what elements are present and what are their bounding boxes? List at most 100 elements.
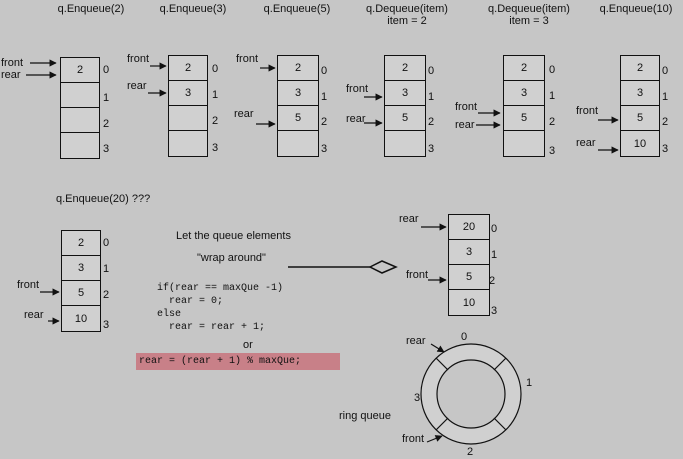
queue-cell <box>169 106 207 131</box>
rear-label: rear <box>406 335 426 347</box>
index-label: 0 <box>103 64 110 76</box>
queue-cell: 2 <box>621 56 659 81</box>
front-arrow <box>426 435 443 443</box>
explanation-line-2: "wrap around" <box>197 252 266 264</box>
queue-cell: 10 <box>633 137 647 150</box>
rear-label: rear <box>399 213 419 225</box>
ring-divider <box>435 357 449 371</box>
index-label: 0 <box>549 64 556 76</box>
op-subtitle-4: item = 2 <box>387 15 427 27</box>
op-title-2: q.Enqueue(3) <box>159 3 227 15</box>
queue-cell: 5 <box>278 106 318 131</box>
index-label: 0 <box>662 65 669 77</box>
index-label: 2 <box>103 289 110 301</box>
queue-cell: 5 <box>504 106 544 131</box>
rear-label: rear <box>1 69 21 81</box>
index-label: 0 <box>428 65 435 77</box>
ring-index-1: 1 <box>526 377 533 389</box>
index-label: 1 <box>212 89 219 101</box>
index-label: 0 <box>491 223 498 235</box>
queue-array-4: 2 3 5 <box>384 55 426 157</box>
queue-cell: 3 <box>278 81 318 106</box>
queue-array-1: 2 <box>60 57 100 159</box>
op-title-5: q.Dequeue(item) <box>488 3 570 15</box>
queue-cell: 3 <box>621 81 659 106</box>
index-label: 1 <box>321 91 328 103</box>
transition-arrow-head <box>368 260 398 274</box>
front-label: front <box>576 105 599 117</box>
code-line-1: if(rear == maxQue -1) <box>157 283 284 294</box>
index-label: 2 <box>321 116 328 128</box>
queue-array-3: 2 3 5 <box>277 55 319 157</box>
ring-index-0: 0 <box>461 331 468 343</box>
rear-label: rear <box>24 309 44 321</box>
front-label: front <box>1 57 24 69</box>
index-label: 3 <box>549 145 556 157</box>
code-line-4: rear = rear + 1; <box>157 322 266 333</box>
op-title-6: q.Enqueue(10) <box>599 3 673 15</box>
index-label: 2 <box>549 116 556 128</box>
index-label: 1 <box>103 263 110 275</box>
rear-arrow <box>430 343 445 353</box>
front-label: front <box>455 101 478 113</box>
index-label: 0 <box>212 63 219 75</box>
index-label: 2 <box>212 115 219 127</box>
queue-cell: 5 <box>385 106 425 131</box>
queue-cell: 3 <box>62 256 100 281</box>
queue-cell: 3 <box>169 81 207 106</box>
queue-cell: 5 <box>62 281 100 306</box>
index-label: 2 <box>428 116 435 128</box>
index-label: 2 <box>489 275 496 287</box>
front-label: front <box>346 83 369 95</box>
front-label: front <box>127 53 150 65</box>
queue-cell <box>61 108 99 133</box>
queue-cell: 2 <box>504 56 544 81</box>
index-label: 3 <box>212 142 219 154</box>
front-label: front <box>17 279 40 291</box>
or-text: or <box>243 339 253 351</box>
index-label: 1 <box>103 92 110 104</box>
index-label: 3 <box>103 143 110 155</box>
op-title-1: q.Enqueue(2) <box>57 3 125 15</box>
index-label: 1 <box>549 90 556 102</box>
ring-divider <box>493 357 507 371</box>
queue-array-2: 2 3 <box>168 55 208 157</box>
queue-cell: 2 <box>169 56 207 81</box>
queue-cell: 10 <box>74 312 88 325</box>
ring-queue-caption: ring queue <box>339 410 391 422</box>
index-label: 1 <box>428 91 435 103</box>
ring-index-2: 2 <box>467 446 474 458</box>
code-highlight <box>136 353 340 370</box>
queue-cell: 5 <box>621 106 659 131</box>
index-label: 3 <box>662 143 669 155</box>
queue-cell: 3 <box>385 81 425 106</box>
queue-cell: 3 <box>504 81 544 106</box>
ring-divider <box>435 417 449 431</box>
queue-cell: 3 <box>449 240 489 265</box>
op-title-3: q.Enqueue(5) <box>263 3 331 15</box>
index-label: 0 <box>103 237 110 249</box>
rear-label: rear <box>346 113 366 125</box>
index-label: 0 <box>321 65 328 77</box>
code-line-3: else <box>157 309 182 320</box>
queue-cell <box>61 83 99 108</box>
rear-label: rear <box>455 119 475 131</box>
index-label: 2 <box>103 118 110 130</box>
code-line-2: rear = 0; <box>157 296 224 307</box>
queue-cell: 20 <box>449 215 489 240</box>
queue-cell: 2 <box>385 56 425 81</box>
op-title-4: q.Dequeue(item) <box>366 3 448 15</box>
queue-cell: 2 <box>278 56 318 81</box>
index-label: 3 <box>491 305 498 317</box>
ring-divider <box>493 417 507 431</box>
index-label: 1 <box>662 91 669 103</box>
queue-array-5: 2 3 5 <box>503 55 545 157</box>
index-label: 3 <box>103 319 110 331</box>
queue-array-6: 2 3 5 10 <box>620 55 660 157</box>
rear-label: rear <box>576 137 596 149</box>
op-subtitle-5: item = 3 <box>509 15 549 27</box>
full-queue-array: 2 3 5 10 <box>61 230 101 332</box>
rear-label: rear <box>127 80 147 92</box>
index-label: 3 <box>321 143 328 155</box>
